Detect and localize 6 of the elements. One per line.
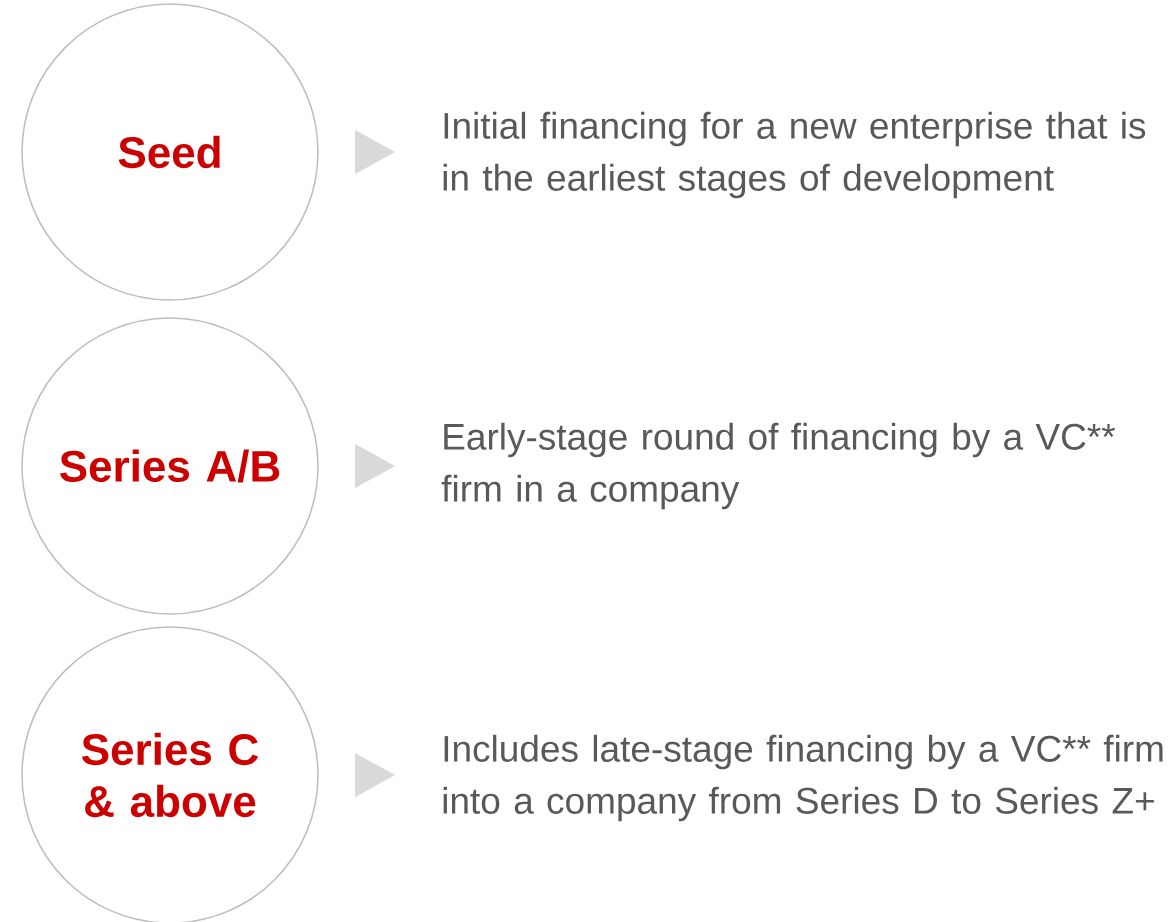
description-text: Initial financing for a new enterprise that is in the earliest stages of development	[443, 111, 1146, 199]
description-text: Early-stage round of financing by a VC** firm in a company	[441, 422, 1116, 510]
triangle-arrow	[354, 753, 395, 797]
description-text: Includes late-stage financing by a VC** firm into a company from Series D to Series Z+	[443, 734, 1163, 822]
triangle-arrow	[354, 444, 395, 488]
triangle-arrow	[354, 130, 395, 174]
